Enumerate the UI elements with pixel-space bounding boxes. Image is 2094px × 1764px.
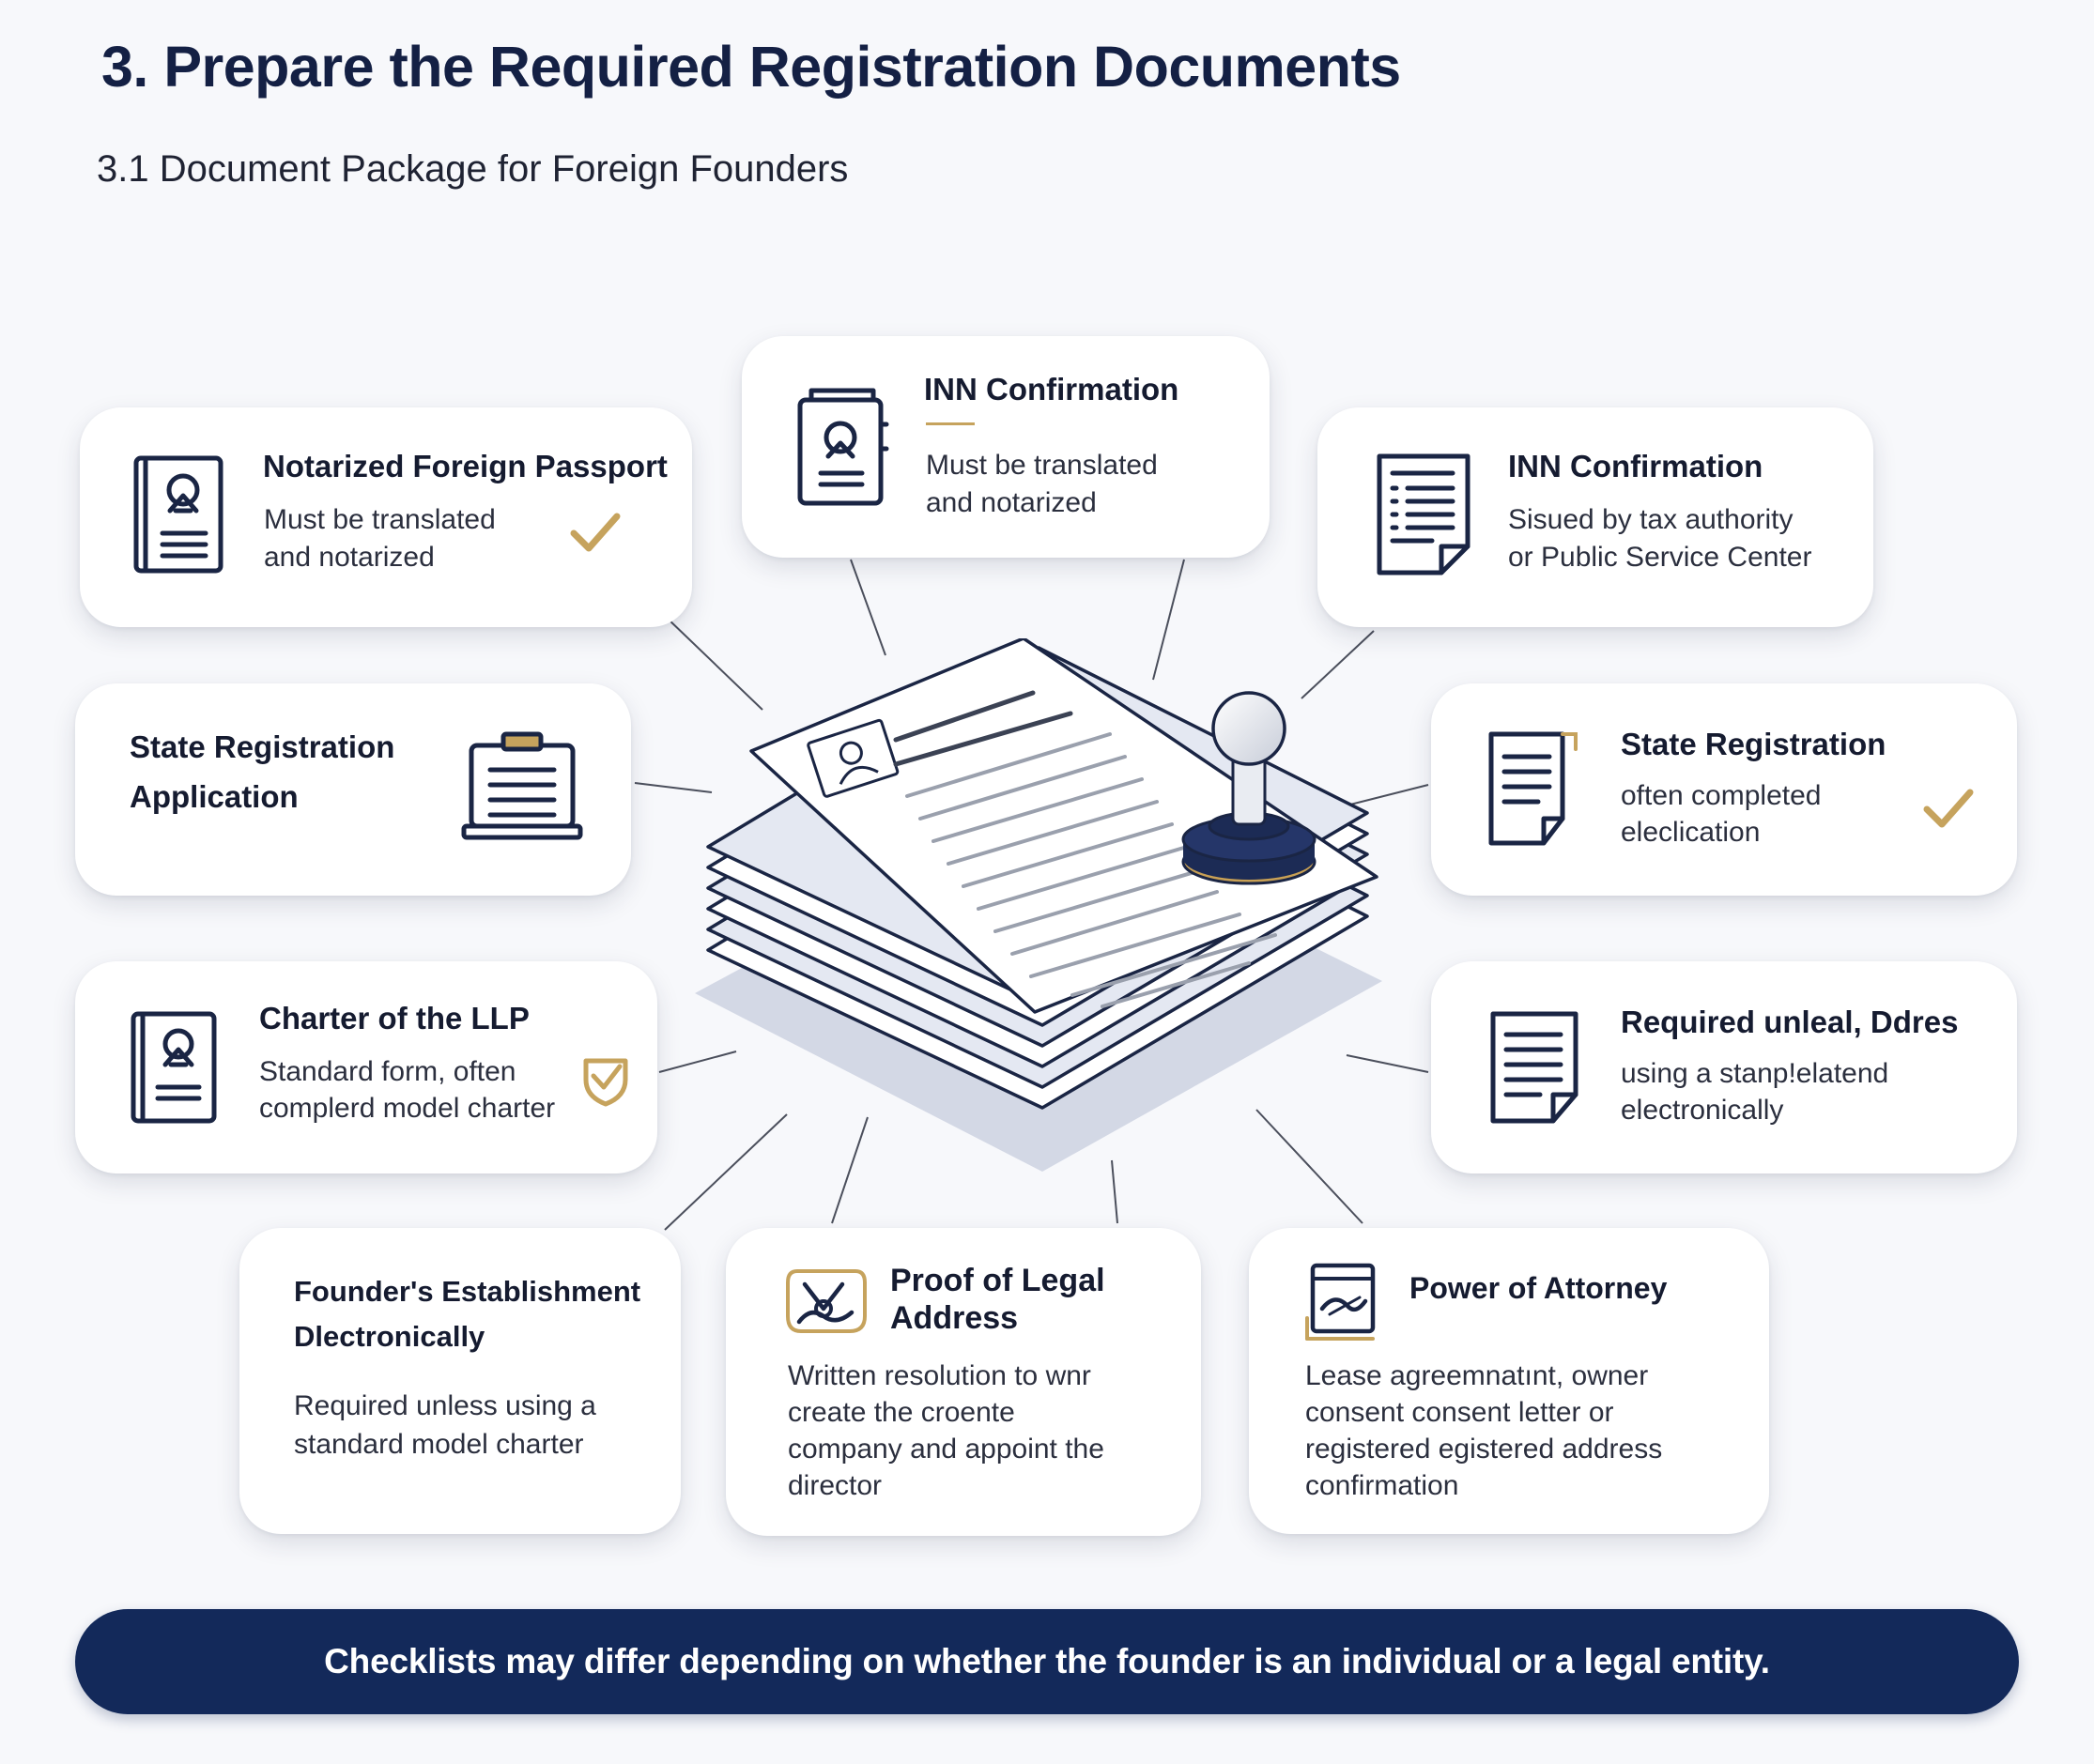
document-stack-icon	[695, 638, 1382, 1172]
card-description-line: Written resolution to wnr	[788, 1360, 1091, 1391]
card-description-line: standard model charter	[294, 1428, 584, 1460]
card-description: using a stanp!elatend electronically	[1621, 1055, 1888, 1128]
card-title-line: Address	[890, 1300, 1019, 1337]
clipboard-icon	[461, 731, 583, 840]
card-title-line: Founder's Establishment	[294, 1275, 641, 1308]
card-description-line: using a stanp!elatend	[1621, 1058, 1889, 1089]
card-state-registration[interactable]: State Registration often completed elecl…	[1431, 683, 2017, 896]
card-title: Notarized Foreign Passport	[263, 449, 668, 483]
card-description-line: director	[788, 1470, 883, 1501]
card-description-line: Must be translated	[264, 504, 496, 535]
card-description: Required unless using a standard model c…	[294, 1388, 596, 1465]
page-subtitle: 3.1 Document Package for Foreign Founder…	[97, 148, 849, 190]
card-title: Required unleal, Ddres	[1621, 1005, 1959, 1039]
rubber-stamp-icon	[1181, 691, 1316, 885]
card-description: Written resolution to wnr create the cro…	[788, 1358, 1104, 1504]
footer-note: Checklists may differ depending on wheth…	[324, 1642, 1770, 1680]
card-description: Must be translated and notarized	[264, 501, 496, 576]
card-description: Standard form, often complerd model char…	[259, 1053, 555, 1127]
passport-icon	[133, 455, 223, 574]
card-notarized-foreign-passport[interactable]: Notarized Foreign Passport Must be trans…	[80, 407, 692, 627]
checkmark-icon	[570, 513, 621, 552]
card-title: INN Confirmation	[1508, 449, 1763, 483]
card-title: Founder's Establishment Dlectronically	[294, 1269, 640, 1359]
card-description: Lease agreemnatınt, owner consent consen…	[1305, 1358, 1662, 1504]
card-description: often completed eleclication	[1621, 777, 1821, 851]
accent-divider	[926, 422, 975, 425]
card-description-line: company and appoint the	[788, 1434, 1104, 1465]
passport-icon	[131, 1011, 217, 1124]
card-description-line: Sisued by tax authority	[1508, 504, 1794, 535]
id-card-icon	[797, 388, 889, 506]
card-description-line: electronically	[1621, 1095, 1784, 1126]
card-title: State Registration Application	[130, 723, 394, 822]
card-proof-of-legal-address[interactable]: Proof of Legal Address Written resolutio…	[726, 1228, 1201, 1536]
card-description: Must be translated and notarized	[926, 447, 1158, 522]
checkmark-icon	[1923, 789, 1974, 828]
card-title: Power of Attorney	[1409, 1271, 1668, 1305]
card-description-line: and notarized	[926, 486, 1097, 518]
card-state-registration-application[interactable]: State Registration Application	[75, 683, 631, 896]
card-description-line: confirmation	[1305, 1470, 1459, 1501]
card-description-line: often completed	[1621, 780, 1822, 811]
card-description-line: eleclication	[1621, 817, 1761, 848]
card-title: State Registration	[1621, 727, 1886, 761]
card-description-line: and notarized	[264, 541, 435, 573]
card-description-line: consent consent letter or	[1305, 1397, 1614, 1428]
document-icon	[1488, 731, 1578, 846]
document-icon	[1490, 1011, 1578, 1124]
card-charter-of-the-llp[interactable]: Charter of the LLP Standard form, often …	[75, 961, 657, 1173]
card-inn-confirmation-right[interactable]: INN Confirmation Sisued by tax authority…	[1317, 407, 1873, 627]
card-title: Charter of the LLP	[259, 1001, 530, 1035]
card-title-line: Application	[130, 778, 299, 814]
card-description: Sisued by tax authority or Public Servic…	[1508, 501, 1811, 576]
check-shield-icon	[583, 1058, 628, 1107]
card-description-line: complerd model charter	[259, 1093, 556, 1124]
card-founders-establishment[interactable]: Founder's Establishment Dlectronically R…	[239, 1228, 681, 1534]
signed-document-icon	[1305, 1263, 1376, 1341]
card-title: Proof of Legal Address	[890, 1262, 1105, 1337]
card-title-line: State Registration	[130, 729, 395, 764]
card-description-line: Must be translated	[926, 450, 1158, 481]
card-required-address[interactable]: Required unleal, Ddres using a stanp!ela…	[1431, 961, 2017, 1173]
card-description-line: Required unless using a	[294, 1390, 596, 1421]
document-list-icon	[1377, 453, 1470, 575]
card-description-line: Standard form, often	[259, 1056, 516, 1087]
card-description-line: or Public Service Center	[1508, 541, 1812, 573]
card-description-line: Lease agreemnatınt, owner	[1305, 1360, 1649, 1391]
card-title-line: Dlectronically	[294, 1320, 485, 1354]
card-title-line: Proof of Legal	[890, 1263, 1105, 1298]
footer-banner: Checklists may differ depending on wheth…	[75, 1609, 2019, 1714]
seal-icon	[786, 1269, 867, 1333]
card-description-line: registered egistered address	[1305, 1434, 1663, 1465]
card-description-line: create the croente	[788, 1397, 1015, 1428]
card-power-of-attorney[interactable]: Power of Attorney Lease agreemnatınt, ow…	[1249, 1228, 1769, 1534]
card-title: INN Confirmation	[924, 372, 1179, 406]
page-title: 3. Prepare the Required Registration Doc…	[101, 35, 1401, 99]
card-inn-confirmation-top[interactable]: INN Confirmation Must be translated and …	[742, 336, 1270, 558]
